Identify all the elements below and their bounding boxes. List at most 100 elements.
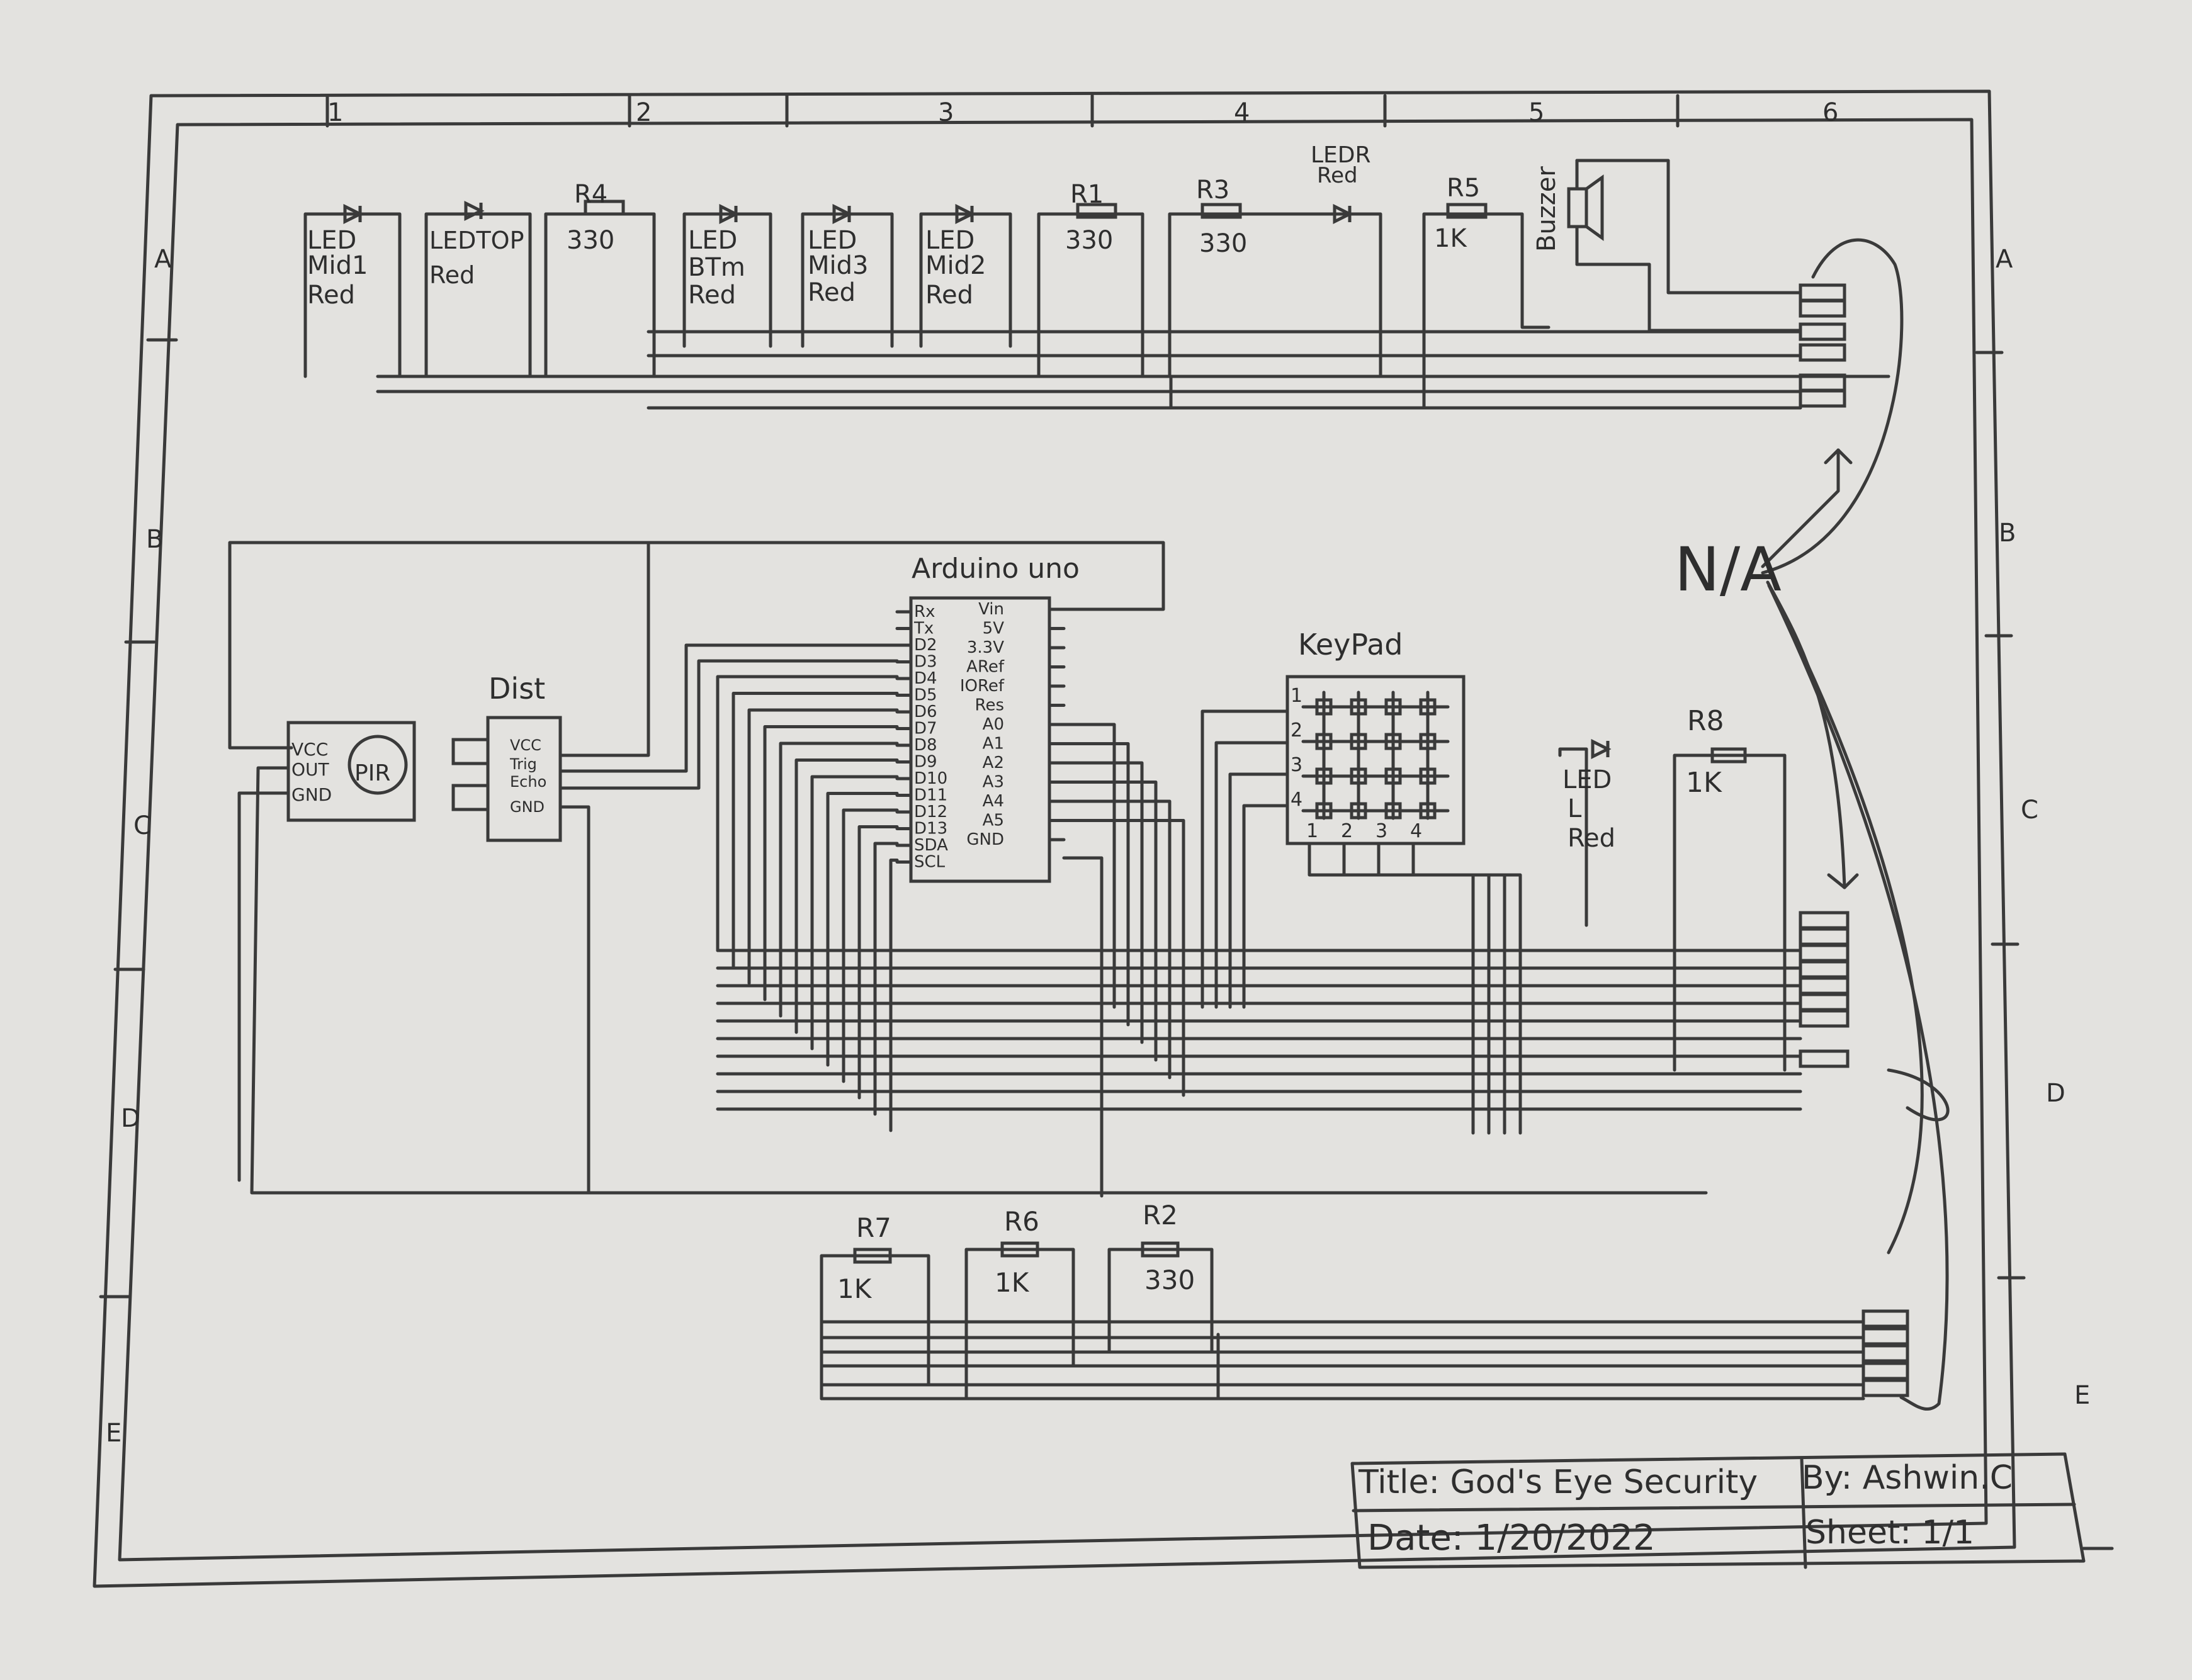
arduino-pin-label: D13 xyxy=(914,820,947,838)
arduino-pin-label: D7 xyxy=(914,719,937,738)
pir-label: PIR xyxy=(354,760,390,786)
resistor-body xyxy=(1076,203,1117,219)
keypad-row-label: 1 xyxy=(1291,685,1302,707)
led-symbol xyxy=(955,203,976,225)
resistor-body xyxy=(584,200,625,216)
keypad-row-wire xyxy=(1228,772,1289,1009)
led-mid3-line2: Mid3 xyxy=(808,251,868,280)
keypad-key xyxy=(1384,802,1402,820)
buzzer-horn xyxy=(1585,174,1604,241)
keypad-key xyxy=(1350,698,1367,716)
dist-trig xyxy=(558,643,899,773)
keypad-row-label: 3 xyxy=(1291,754,1302,776)
buzzer-body xyxy=(1567,187,1588,228)
keypad-row-wire xyxy=(1242,804,1289,1009)
led-btm: LED BTm Red xyxy=(688,226,745,310)
r2-value: 330 xyxy=(1144,1265,1195,1295)
analog-line xyxy=(1062,742,1130,1027)
component-loop xyxy=(303,212,402,378)
led-l-line3: Red xyxy=(1568,824,1615,853)
led-mid3-line1: LED xyxy=(808,226,857,255)
connector-pin xyxy=(1799,1049,1850,1068)
dist-title: Dist xyxy=(489,672,545,706)
dist-vcc xyxy=(558,541,650,757)
pir-module: VCC OUT GND PIR xyxy=(291,739,390,805)
inner-border xyxy=(118,118,1988,1562)
connector-pin xyxy=(1799,299,1846,318)
pir-pin-gnd: GND xyxy=(291,784,332,805)
dist-pin-vcc: VCC xyxy=(510,736,541,754)
led-mid3: LED Mid3 Red xyxy=(808,226,868,307)
keypad-key xyxy=(1350,802,1367,820)
led-r-line1: LEDR xyxy=(1311,142,1371,168)
pir-pin-out: OUT xyxy=(291,759,330,780)
title-block-divider xyxy=(1800,1457,1807,1569)
digital-line xyxy=(794,758,899,1034)
keypad-col-label: 2 xyxy=(1341,820,1353,842)
title-block-title: Title: God's Eye Security xyxy=(1358,1463,1758,1501)
keypad-key xyxy=(1315,733,1333,750)
keypad-key xyxy=(1419,767,1437,785)
r3-value: 330 xyxy=(1199,229,1247,258)
r8-value: 1K xyxy=(1686,767,1722,799)
digital-line xyxy=(716,675,899,952)
led-mid3-line3: Red xyxy=(808,278,856,307)
keypad-row-label: 2 xyxy=(1291,719,1302,741)
r2-loop xyxy=(1107,1248,1214,1354)
keypad-key xyxy=(1315,802,1333,820)
zone-row-label: A xyxy=(1996,245,2013,274)
digital-line xyxy=(732,692,899,969)
led-mid2-line3: Red xyxy=(925,281,973,310)
dist-transducer xyxy=(451,784,490,811)
na-label: N/A xyxy=(1675,534,1782,605)
title-block-frame xyxy=(1350,1452,2086,1569)
zone-row-label: B xyxy=(1999,519,2016,548)
arduino-pin-label: IORef xyxy=(960,677,1005,696)
keypad-col-label: 1 xyxy=(1306,820,1318,842)
arduino-pin-label: SDA xyxy=(914,836,948,855)
component-loop xyxy=(1037,212,1144,378)
r6-value: 1K xyxy=(995,1267,1030,1298)
pir-body xyxy=(286,721,416,822)
dist-echo xyxy=(558,659,899,790)
zone-row-label: A xyxy=(154,245,172,274)
connector-pin xyxy=(1862,1378,1909,1397)
arduino-pin-label: Res xyxy=(975,696,1004,715)
resistor-body xyxy=(1710,747,1747,764)
pir-out xyxy=(237,791,290,1182)
r3-name: R3 xyxy=(1196,176,1229,205)
arrow-head xyxy=(1836,448,1853,465)
arduino-pin-label: Tx xyxy=(913,619,934,638)
keypad-row-wire xyxy=(1201,709,1289,1009)
led-r-line2: Red xyxy=(1317,163,1358,188)
r4-value: 330 xyxy=(567,226,614,255)
na-arrow xyxy=(1761,238,1904,575)
title-block-sheet: Sheet: 1/1 xyxy=(1805,1514,1974,1552)
component-loop xyxy=(682,212,772,348)
component-loop xyxy=(1168,212,1382,378)
r4-name: R4 xyxy=(574,180,607,209)
resistor-body xyxy=(853,1248,892,1264)
title-block-by: By: Ashwin.C xyxy=(1802,1459,2013,1497)
keypad-key xyxy=(1419,698,1437,716)
zone-column-label: 5 xyxy=(1528,98,1544,127)
r7-value: 1K xyxy=(837,1273,873,1304)
zone-row-label: E xyxy=(2074,1381,2090,1410)
r2-name: R2 xyxy=(1143,1200,1178,1231)
digital-line xyxy=(810,775,899,1051)
keypad-col-label: 3 xyxy=(1376,820,1387,842)
connector-pin xyxy=(1862,1309,1909,1328)
zone-row-label: C xyxy=(2021,796,2038,825)
arduino-pin-label: Rx xyxy=(914,602,935,621)
ground-bus xyxy=(250,766,1708,1195)
buzzer-label: Buzzer xyxy=(1532,166,1561,252)
vin-loop xyxy=(228,541,1165,750)
r5-name: R5 xyxy=(1447,174,1480,203)
keypad-key xyxy=(1384,767,1402,785)
led-mid2: LED Mid2 Red xyxy=(925,226,986,310)
connector-pin xyxy=(1862,1327,1909,1346)
